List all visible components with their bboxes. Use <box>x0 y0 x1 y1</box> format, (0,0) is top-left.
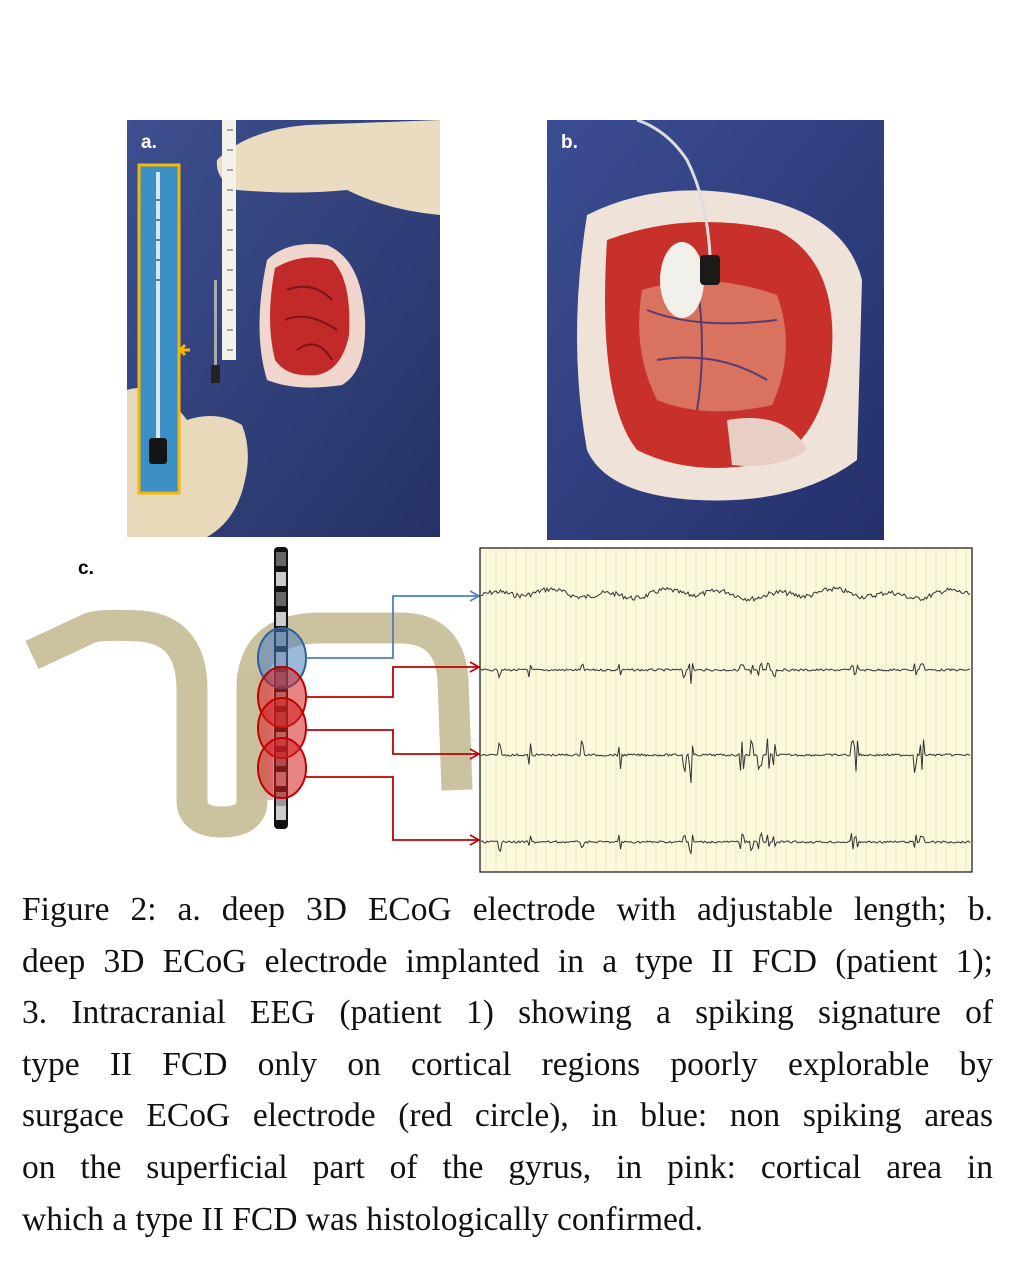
electrode-photo <box>127 120 440 537</box>
caption-line: 3. Intracranial EEG (patient 1) showing … <box>22 994 993 1032</box>
eeg-trace-4 <box>480 831 971 855</box>
gyrus <box>25 609 473 838</box>
connector-arrow-4 <box>306 776 481 846</box>
panel-c-label: c. <box>78 558 94 579</box>
caption-line: type II FCD only on cortical regions poo… <box>22 1045 993 1083</box>
eeg-trace-1 <box>480 586 971 603</box>
electrode-contact <box>276 572 286 586</box>
photo-panel-b: b. <box>547 120 884 540</box>
eeg-trace-2 <box>480 662 971 684</box>
implanted-electrode-photo <box>547 120 884 540</box>
caption-line: deep 3D ECoG electrode implanted in a ty… <box>22 942 993 980</box>
connector-arrow-1 <box>306 590 481 659</box>
caption-line: on the superficial part of the gyrus, in… <box>22 1148 993 1186</box>
spiking-contact-circle <box>257 737 307 799</box>
eeg-trace-3 <box>480 738 971 784</box>
electrode-schematic <box>25 547 973 873</box>
caption-line: which a type II FCD was histologically c… <box>22 1200 704 1238</box>
electrode-contact <box>276 792 286 806</box>
photo-panel-a: a. <box>127 120 440 537</box>
panel-b-label: b. <box>561 132 578 153</box>
caption-line: Figure 2: a. deep 3D ECoG electrode with… <box>22 891 993 928</box>
eeg-panel <box>479 547 973 873</box>
panel-a-label: a. <box>141 132 157 153</box>
figure-caption: Figure 2: a. deep 3D ECoG electrode with… <box>22 884 993 1245</box>
electrode-contact <box>276 612 286 626</box>
electrode-contact <box>276 552 286 566</box>
electrode-contact <box>276 806 286 820</box>
caption-line: surgace ECoG electrode (red circle), in … <box>22 1097 993 1135</box>
connector-arrow-3 <box>306 729 481 760</box>
connector-arrow-2 <box>306 661 481 698</box>
electrode-contact <box>276 592 286 606</box>
